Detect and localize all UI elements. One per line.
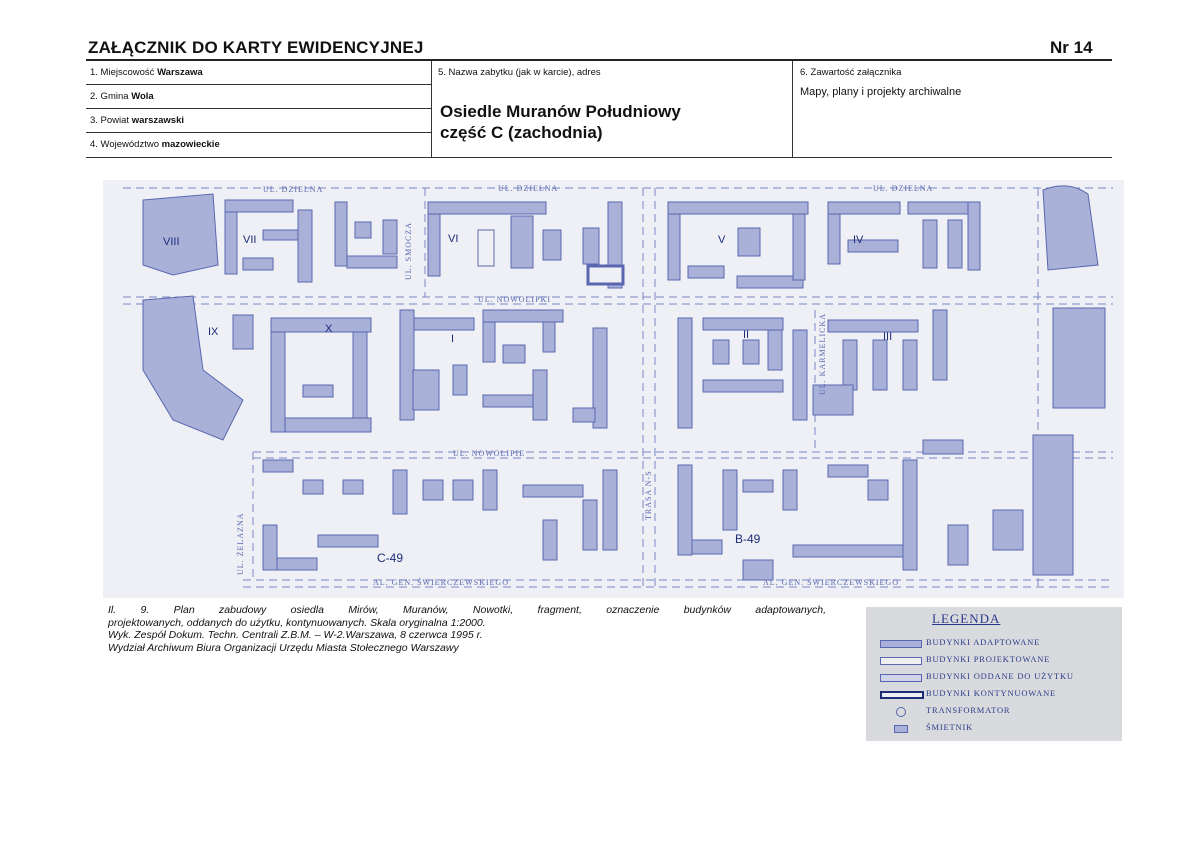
colony-numeral: IV	[853, 234, 864, 246]
legend-item: BUDYNKI KONTYNUOWANE	[866, 688, 1122, 702]
header-rule	[86, 59, 1112, 61]
street-label: AL. GEN. ŚWIERCZEWSKIEGO	[763, 577, 899, 587]
field-voivodeship: 4. Województwo mazowieckie	[90, 139, 220, 150]
outline-bar-icon	[880, 674, 922, 682]
field-monument-label: 5. Nazwa zabytku (jak w karcie), adres	[438, 67, 601, 78]
colony-numeral: III	[883, 331, 892, 343]
attachment-number: Nr 14	[1050, 38, 1093, 57]
field-county: 3. Powiat warszawski	[90, 115, 185, 126]
colony-numeral: II	[743, 329, 749, 341]
buildings	[142, 185, 1106, 581]
street-labels: UL. DZIELNA UL. DZIELNA UL. DZIELNA UL. …	[236, 184, 933, 587]
filled-bar-icon	[880, 640, 922, 648]
street-label: AL. GEN. ŚWIERCZEWSKIEGO	[373, 577, 509, 587]
colony-numeral: VII	[243, 234, 256, 246]
colony-numeral: VI	[448, 233, 458, 245]
legend-item: BUDYNKI PROJEKTOWANE	[866, 654, 1122, 668]
street-label: UL. KARMELICKA	[818, 313, 827, 395]
legend-item: ŚMIETNIK	[866, 722, 1122, 736]
site-plan-drawing: UL. DZIELNA UL. DZIELNA UL. DZIELNA UL. …	[103, 180, 1124, 598]
street-lines	[123, 187, 1113, 590]
legend-item: TRANSFORMATOR	[866, 705, 1122, 719]
row-divider	[86, 132, 431, 133]
row-divider	[86, 108, 431, 109]
attachment-title: ZAŁĄCZNIK DO KARTY EWIDENCYJNEJ	[88, 38, 424, 57]
site-plan-map: UL. DZIELNA UL. DZIELNA UL. DZIELNA UL. …	[103, 180, 1124, 598]
field-contents-label: 6. Zawartość załącznika	[800, 67, 902, 78]
colony-numeral: I	[451, 333, 454, 345]
caption-line: Il. 9. Plan zabudowy osiedla Mirów, Mura…	[108, 604, 826, 616]
row-divider	[86, 84, 431, 85]
street-label: UL. SMOCZA	[404, 222, 413, 280]
colony-numeral: IX	[208, 326, 219, 338]
monument-name: Osiedle Muranów Południowy część C (zach…	[440, 102, 681, 142]
bin-icon	[894, 725, 908, 733]
street-label: UL. DZIELNA	[498, 184, 558, 193]
street-label: UL. DZIELNA	[873, 184, 933, 193]
street-label: UL. DZIELNA	[263, 185, 323, 194]
record-form: 1. Miejscowość Warszawa 2. Gmina Wola 3.…	[86, 61, 1112, 158]
figure-caption: Il. 9. Plan zabudowy osiedla Mirów, Mura…	[108, 604, 826, 654]
legend-item: BUDYNKI ODDANE DO UŻYTKU	[866, 671, 1122, 685]
legend-title: LEGENDA	[932, 611, 1001, 626]
street-label: UL. NOWOLIPKI	[478, 295, 551, 304]
empty-bar-icon	[880, 657, 922, 665]
column-divider	[431, 61, 432, 157]
block-label: B-49	[735, 532, 761, 546]
field-locality: 1. Miejscowość Warszawa	[90, 67, 203, 78]
field-contents-value: Mapy, plany i projekty archiwalne	[800, 86, 962, 98]
colony-numeral: V	[718, 234, 726, 246]
thick-outline-bar-icon	[880, 691, 924, 699]
transformer-icon	[896, 707, 906, 717]
caption-line: Wydział Archiwum Biura Organizacji Urzęd…	[108, 641, 459, 654]
field-commune: 2. Gmina Wola	[90, 91, 154, 102]
street-label: UL. ŻELAZNA	[236, 512, 245, 575]
colony-numeral: X	[325, 323, 333, 335]
caption-line: projektowanych, oddanych do użytku, kont…	[108, 616, 486, 629]
caption-line: Wyk. Zespół Dokum. Techn. Centrali Z.B.M…	[108, 629, 483, 641]
colony-numerals: VIII VII VI V IV IX X I II III C-49 B-49	[163, 233, 892, 565]
map-legend: LEGENDA BUDYNKI ADAPTOWANE BUDYNKI PROJE…	[866, 607, 1122, 741]
column-divider	[792, 61, 793, 157]
street-label: UL. NOWOLIPIE	[453, 449, 525, 458]
colony-numeral: VIII	[163, 236, 180, 248]
street-label: TRASA N-S	[644, 470, 653, 520]
block-label: C-49	[377, 551, 403, 565]
legend-item: BUDYNKI ADAPTOWANE	[866, 637, 1122, 651]
